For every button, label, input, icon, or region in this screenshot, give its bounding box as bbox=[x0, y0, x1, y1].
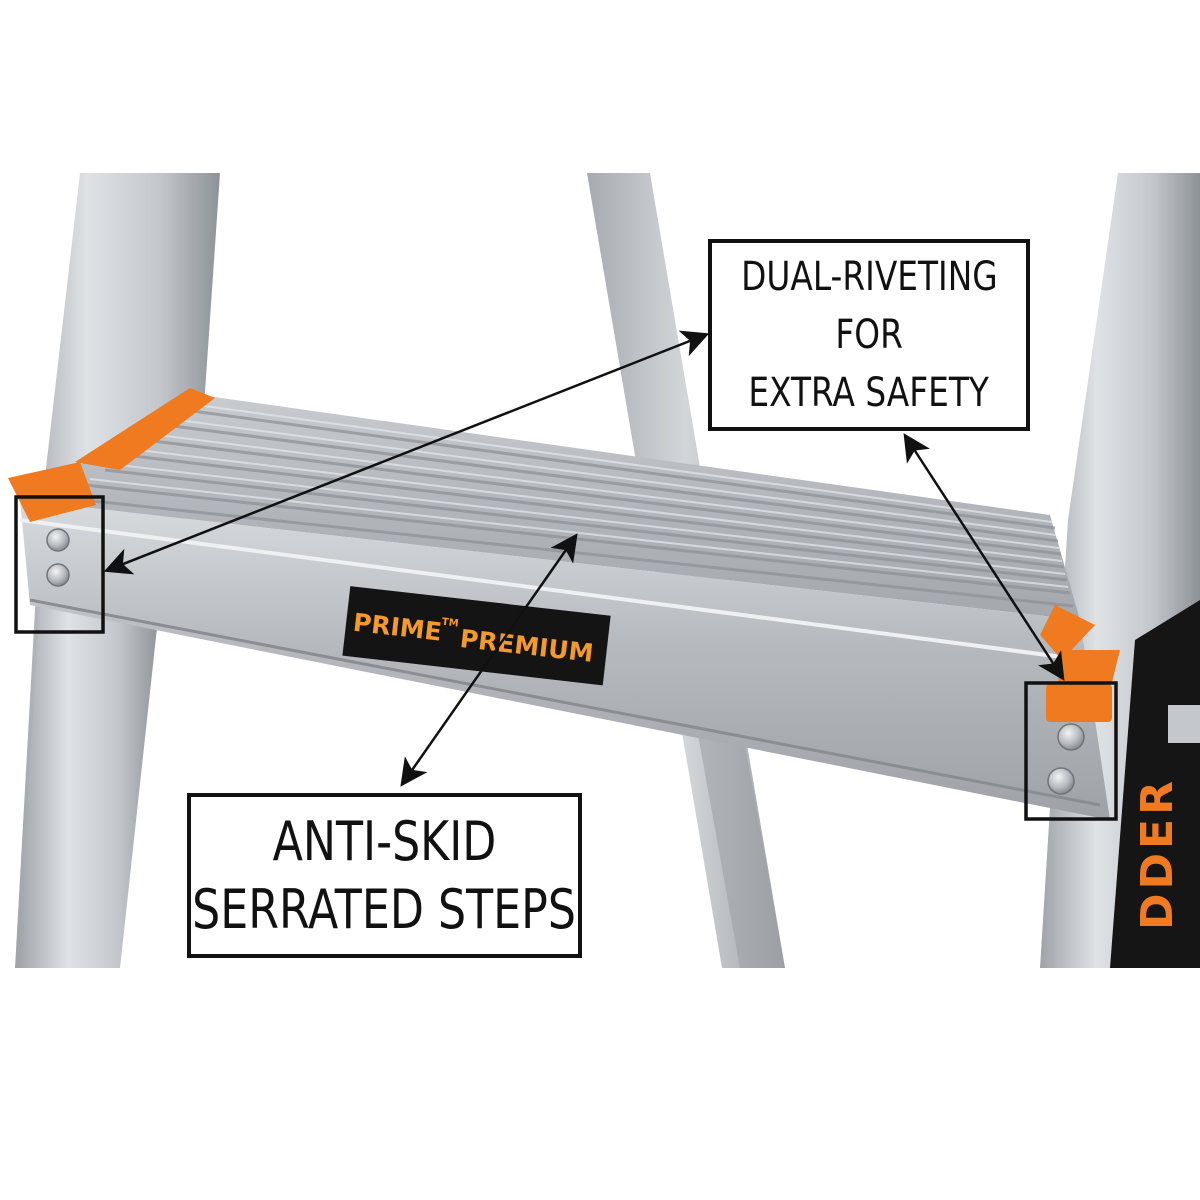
rivet-left-upper bbox=[46, 528, 70, 552]
callout-anti-skid-line-2: SERRATED STEPS bbox=[192, 877, 577, 941]
left-leg-lower bbox=[18, 600, 160, 968]
sticker-trademark: TM bbox=[441, 617, 459, 630]
rivet-right-upper bbox=[1057, 723, 1085, 751]
rivet-left-lower bbox=[46, 563, 70, 587]
arrow-anti-skid bbox=[400, 533, 578, 787]
right-end-cap bbox=[1058, 650, 1120, 690]
callout-anti-skid: ANTI-SKID SERRATED STEPS bbox=[187, 793, 582, 958]
arrow-dual-riveting-left bbox=[103, 330, 710, 575]
callout-dual-riveting-line-2: FOR bbox=[835, 312, 903, 358]
callout-dual-riveting: DUAL-RIVETING FOR EXTRA SAFETY bbox=[708, 239, 1030, 431]
right-end-cap-lower bbox=[1046, 684, 1112, 722]
rivet-highlight-left bbox=[14, 495, 105, 634]
rivet-right-lower bbox=[1047, 767, 1075, 795]
right-leg-sticker bbox=[1110, 600, 1200, 968]
back-rail-shadow bbox=[690, 690, 785, 968]
rivet-highlight-right bbox=[1024, 681, 1118, 821]
side-rail-text: DDER bbox=[1132, 777, 1183, 930]
callout-dual-riveting-line-1: DUAL-RIVETING bbox=[740, 254, 998, 300]
arrow-dual-riveting-right bbox=[903, 433, 1065, 681]
callout-anti-skid-line-1: ANTI-SKID bbox=[272, 809, 497, 873]
left-end-cap bbox=[8, 462, 96, 522]
callout-dual-riveting-line-3: EXTRA SAFETY bbox=[748, 370, 990, 416]
right-crossbar bbox=[1168, 705, 1200, 743]
